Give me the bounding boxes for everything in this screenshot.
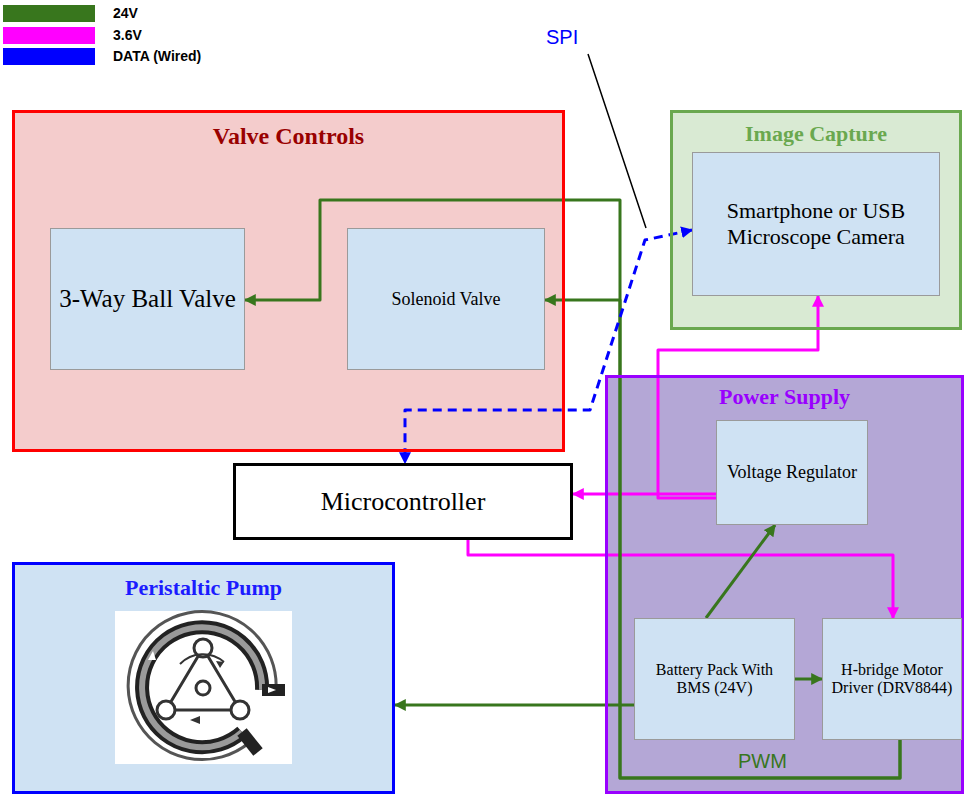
legend-text: DATA (Wired) [113, 48, 201, 64]
pump-tube-outlet [262, 684, 285, 696]
signal-label: PWM [738, 750, 787, 773]
pump-housing [128, 612, 276, 760]
text-wrap: Microcontroller [313, 487, 494, 517]
power-connector [706, 525, 775, 618]
box-label: Voltage Regulator [719, 462, 865, 483]
component-box: 3-Way Ball Valve [50, 228, 245, 370]
component-box: H-bridge Motor Driver (DRV8844) [822, 618, 962, 740]
pump-tube-inlet [242, 732, 258, 752]
text-wrap: 3-Way Ball Valve [51, 285, 244, 313]
box-label: Smartphone or USB Microscope Camera [693, 198, 939, 250]
box-label: Microcontroller [313, 487, 494, 517]
controller-box: Microcontroller [233, 463, 573, 540]
text-wrap: Smartphone or USB Microscope Camera [693, 198, 939, 250]
box-label: H-bridge Motor Driver (DRV8844) [823, 661, 961, 697]
group-title: Valve Controls [15, 113, 562, 150]
legend-swatch [3, 5, 95, 22]
group-box: Peristaltic Pump [12, 562, 395, 794]
text-wrap: Voltage Regulator [719, 462, 865, 483]
legend-swatch [3, 48, 95, 65]
valve-controls-fill [12, 110, 565, 452]
pump-tube-inner [142, 627, 262, 747]
rotor-hub [196, 681, 210, 695]
group-title: Power Supply [608, 378, 961, 410]
signal-label: SPI [546, 26, 578, 49]
text-wrap: H-bridge Motor Driver (DRV8844) [823, 661, 961, 697]
legend-text: 24V [113, 5, 138, 21]
component-box: Voltage Regulator [716, 420, 868, 525]
power-connector [795, 678, 822, 681]
power-connector [573, 493, 716, 496]
pump-fill [12, 562, 395, 794]
roller [231, 701, 249, 719]
box-label: Solenoid Valve [383, 289, 508, 310]
pump-picture-ground [115, 611, 292, 764]
roller [157, 701, 175, 719]
group-title: Image Capture [673, 113, 959, 147]
text-wrap: Solenoid Valve [383, 289, 508, 310]
pump-tube [142, 627, 262, 747]
legend-text: 3.6V [113, 27, 142, 43]
group-box: Image CaptureSmartphone or USB Microscop… [670, 110, 962, 330]
component-box: Smartphone or USB Microscope Camera [692, 152, 940, 296]
group-title: Peristaltic Pump [15, 565, 392, 601]
group-box: Power SupplyVoltage RegulatorBattery Pac… [605, 375, 964, 794]
component-box: Solenoid Valve [347, 228, 545, 370]
rotation-arrowhead [216, 661, 224, 668]
box-label: 3-Way Ball Valve [51, 285, 244, 313]
flow-arrow [268, 687, 276, 693]
box-label: Battery Pack With BMS (24V) [635, 661, 794, 697]
legend-swatch [3, 27, 95, 44]
group-box: Valve Controls 3-Way Ball Valve Solenoid V… [12, 110, 565, 452]
power-connector [468, 540, 893, 618]
text-wrap: Battery Pack With BMS (24V) [635, 661, 794, 697]
flow-arrow [148, 651, 156, 660]
component-box: Battery Pack With BMS (24V) [634, 618, 795, 740]
image-capture-fill [670, 110, 962, 330]
power-connector [395, 704, 634, 707]
rotation-arrowhead [190, 716, 200, 724]
spi-leader-line [588, 54, 646, 228]
